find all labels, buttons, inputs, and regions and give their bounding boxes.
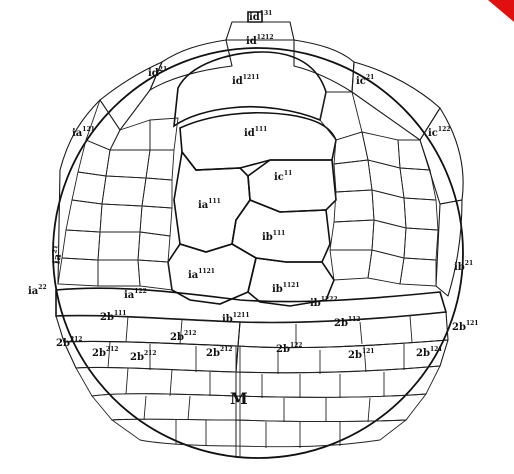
label-2b-212-a: 2b212 <box>56 336 82 349</box>
label-ic-122: ic122 <box>428 126 450 139</box>
label-ia-1121: ia1121 <box>188 268 215 281</box>
label-2b-122: 2b122 <box>276 342 302 355</box>
label-2b-112: 2b112 <box>334 316 360 329</box>
label-2b-121-b: 2b121 <box>416 346 442 359</box>
label-2b-121-right: 2b121 <box>452 320 478 333</box>
label-2b-212-b: 2b212 <box>92 346 118 359</box>
label-id-111: id111 <box>244 126 267 139</box>
label-M: M <box>230 389 248 408</box>
label-ib-1222: ib1222 <box>310 296 338 309</box>
label-2b-121-a: 2b121 <box>348 348 374 361</box>
label-ib-111: ib111 <box>262 230 285 243</box>
label-2b-212-e: 2b212 <box>206 346 232 359</box>
label-ia-121: ia121 <box>72 126 95 139</box>
label-ia-111: ia111 <box>198 198 221 211</box>
label-id-21: id21 <box>148 66 167 79</box>
cell-walls <box>55 11 464 458</box>
label-ib-1121: ib1121 <box>272 282 300 295</box>
label-ia-21: ia21 <box>49 245 65 266</box>
label-ia-122: ia122 <box>124 288 147 301</box>
embryo-outline <box>52 47 464 459</box>
label-2b-111: 2b111 <box>100 310 126 323</box>
cell-labels: id131 id1212 id21 id1211 ic21 ia121 id11… <box>28 10 478 408</box>
label-ic-21: ic21 <box>356 74 374 87</box>
label-id-1211: id1211 <box>232 74 260 87</box>
label-ic-11: ic11 <box>274 170 292 183</box>
red-corner-mark <box>488 0 514 22</box>
label-2b-212-c: 2b212 <box>170 330 196 343</box>
label-ib-21: ib21 <box>454 260 473 273</box>
label-ib-1211: ib1211 <box>222 312 250 325</box>
label-id-1212: id1212 <box>246 34 274 47</box>
label-ia-22: ia22 <box>28 284 47 297</box>
label-id-131: id131 <box>249 10 272 23</box>
label-2b-212-d: 2b212 <box>130 350 156 363</box>
